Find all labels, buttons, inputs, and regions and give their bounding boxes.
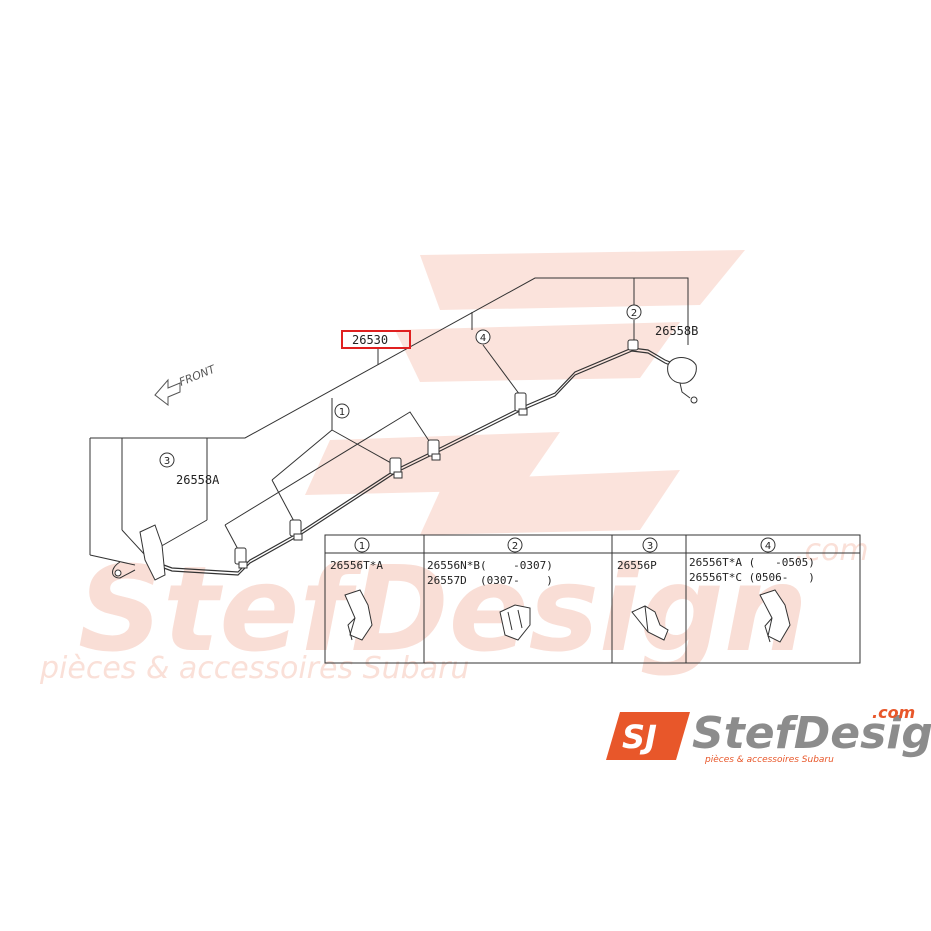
clip-1-icon: [344, 589, 373, 641]
part-label-26558a[interactable]: 26558A: [176, 473, 220, 487]
clip-2-icon: [499, 604, 531, 641]
callout-3: 3: [159, 452, 175, 468]
watermark-domain: .com: [795, 533, 869, 568]
callout-4: 4: [475, 329, 491, 345]
watermark: StefDesign .com pièces & accessoires Sub…: [39, 250, 869, 686]
logo-brand: StefDesign: [692, 708, 931, 759]
watermark-tagline: pièces & accessoires Subaru: [39, 651, 469, 686]
clip-icon: [627, 339, 639, 351]
front-label: FRONT: [177, 362, 218, 389]
svg-text:4: 4: [480, 333, 486, 344]
logo-mark-text: SJ: [622, 718, 657, 756]
clip-4-icon: [759, 589, 791, 643]
table-header-2: 2: [507, 537, 523, 553]
svg-text:3: 3: [164, 456, 170, 467]
logo-mark-icon: SJ: [606, 712, 690, 760]
clip-parts: [234, 339, 639, 569]
front-arrow-icon: [154, 378, 181, 407]
clip-icon: [234, 547, 248, 569]
brand-logo: SJ StefDesign .com pièces & accessoires …: [606, 703, 931, 765]
part-number-highlighted[interactable]: 26530: [352, 333, 388, 347]
table-cell-part[interactable]: 26556T*A: [330, 559, 383, 572]
svg-text:1: 1: [339, 407, 345, 418]
highlight-box: [341, 330, 411, 349]
clip-icon: [289, 519, 303, 541]
hose-bracket-a-icon: [112, 524, 166, 581]
svg-text:3: 3: [647, 541, 653, 552]
clip-icon: [514, 392, 528, 416]
table-cell-part[interactable]: 26556T*C (0506- ): [689, 571, 815, 584]
logo-tagline: pièces & accessoires Subaru: [704, 754, 834, 765]
logo-domain: .com: [872, 703, 915, 722]
clip-icon: [427, 439, 441, 461]
callout-1: 1: [334, 403, 350, 419]
table-header-4: 4: [760, 537, 776, 553]
table-header-3: 3: [642, 537, 658, 553]
table-cell-part[interactable]: 26556T*A ( -0505): [689, 556, 815, 569]
svg-text:2: 2: [631, 308, 637, 319]
brake-pipe: [149, 347, 681, 576]
hose-bracket-b-icon: [667, 357, 698, 404]
parts-table: 1 2 3 4 26556T*A 26556N*B( -0307) 26557D…: [324, 534, 861, 664]
svg-text:4: 4: [765, 541, 771, 552]
part-label-26558b[interactable]: 26558B: [655, 324, 698, 338]
svg-text:2: 2: [512, 541, 518, 552]
table-cell-part[interactable]: 26557D (0307- ): [427, 574, 553, 587]
table-cell-part[interactable]: 26556P: [617, 559, 657, 572]
svg-text:1: 1: [359, 541, 365, 552]
callout-2: 2: [626, 304, 642, 320]
clip-icon: [389, 457, 403, 479]
table-cell-part[interactable]: 26556N*B( -0307): [427, 559, 553, 572]
clip-3-icon: [631, 605, 669, 641]
watermark-emblem-icon: [305, 250, 745, 535]
table-header-1: 1: [354, 537, 370, 553]
leader-lines: [89, 277, 689, 566]
